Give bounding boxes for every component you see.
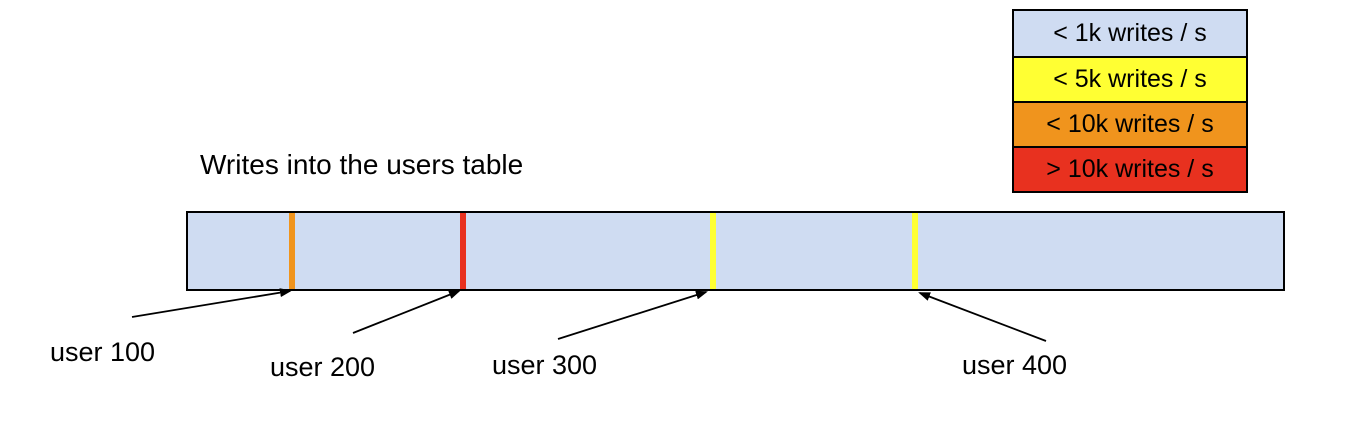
label-user-300: user 300	[492, 350, 598, 380]
legend-item-lt-10k: < 10k writes / s	[1014, 101, 1246, 146]
arrow-user-200	[352, 290, 461, 334]
label-user-200: user 200	[270, 352, 376, 382]
legend-item-gt-10k: > 10k writes / s	[1014, 146, 1246, 191]
diagram-title: Writes into the users table	[200, 149, 524, 180]
write-hotspot-user-200	[460, 213, 466, 289]
label-user-400: user 400	[962, 350, 1068, 380]
write-hotspot-user-100	[289, 213, 295, 289]
write-hotspot-user-400	[912, 213, 918, 289]
arrow-user-100	[131, 288, 292, 318]
arrow-user-300	[557, 290, 708, 340]
users-table-bar	[186, 211, 1285, 291]
write-hotspot-user-300	[710, 213, 716, 289]
legend-item-lt-5k: < 5k writes / s	[1014, 56, 1246, 101]
label-user-100: user 100	[50, 337, 156, 367]
arrow-user-400	[918, 292, 1047, 342]
legend: < 1k writes / s < 5k writes / s < 10k wr…	[1012, 9, 1248, 193]
legend-item-lt-1k: < 1k writes / s	[1014, 11, 1246, 56]
